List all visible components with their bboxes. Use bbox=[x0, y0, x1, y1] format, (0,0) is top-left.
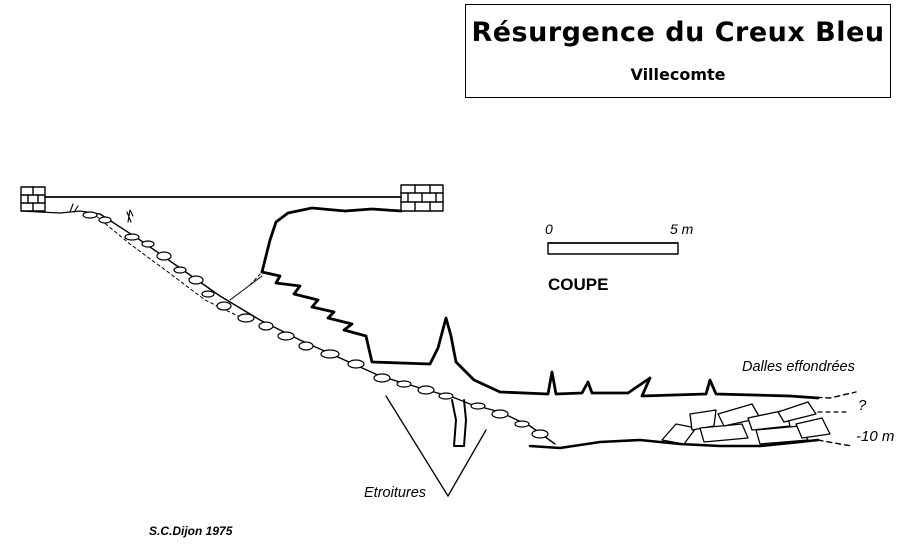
depth-label: -10 m bbox=[856, 428, 895, 445]
scale-end-label: 5 m bbox=[670, 221, 694, 237]
collapsed-slabs bbox=[661, 401, 831, 445]
debris-slope bbox=[99, 213, 556, 445]
unknown-label: ? bbox=[858, 397, 867, 414]
cave-floor bbox=[528, 438, 820, 450]
wall-right bbox=[400, 184, 444, 212]
cave-ceiling bbox=[260, 206, 820, 400]
wall-left bbox=[20, 186, 46, 212]
author-credit: S.C.Dijon 1975 bbox=[149, 524, 233, 538]
title-box: Résurgence du Creux Bleu Villecomte bbox=[465, 4, 891, 98]
scale-start-label: 0 bbox=[545, 221, 553, 237]
etroitures-pointer bbox=[385, 395, 487, 497]
section-label: COUPE bbox=[548, 275, 609, 294]
map-title: Résurgence du Creux Bleu bbox=[471, 17, 885, 48]
slope-stones bbox=[82, 211, 549, 439]
narrow-pit bbox=[451, 399, 467, 447]
scale-bar bbox=[547, 242, 679, 255]
collapsed-slabs-label: Dalles effondrées bbox=[742, 359, 855, 375]
narrowings-label: Etroitures bbox=[364, 485, 427, 501]
map-subtitle: Villecomte bbox=[630, 65, 726, 84]
